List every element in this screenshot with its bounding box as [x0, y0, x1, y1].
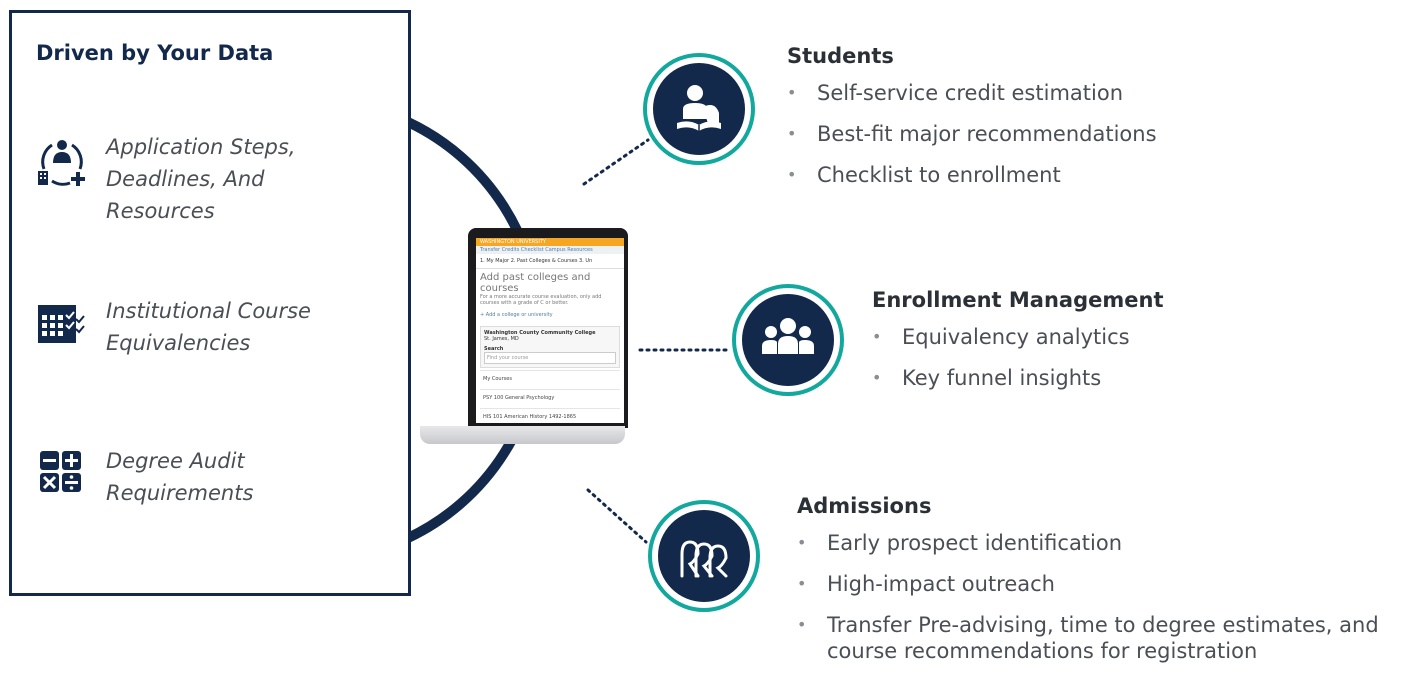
feature-course-equivalencies: Institutional Course Equivalencies: [32, 295, 311, 359]
list-item: High-impact outreach: [797, 571, 1397, 597]
students-list: Self-service credit estimation Best-fit …: [787, 80, 1347, 188]
screen-nav: Transfer Credits Checklist Campus Resour…: [476, 246, 624, 254]
enrollment-circle: [732, 284, 844, 396]
feature-application-steps: Application Steps, Deadlines, And Resour…: [32, 131, 295, 227]
feature-text-line: Degree Audit: [106, 449, 245, 473]
students-title: Students: [787, 44, 894, 68]
student-reading-icon: [677, 85, 721, 131]
screen-course-row: HIS 101 American History 1492-1865: [480, 408, 620, 423]
admissions-group: Admissions Early prospect identification…: [797, 494, 1397, 679]
screen-course-row: PSY 100 General Psychology: [480, 389, 620, 406]
enrollment-title: Enrollment Management: [872, 288, 1164, 312]
feature-text-line: Equivalencies: [106, 331, 251, 355]
feature-text-line: Deadlines, And: [106, 167, 265, 191]
enrollment-group: Enrollment Management Equivalency analyt…: [872, 288, 1392, 406]
admissions-list: Early prospect identification High-impac…: [797, 530, 1397, 664]
screen-university-bar: WASHINGTON UNIVERSITY: [476, 238, 624, 246]
list-item: Early prospect identification: [797, 530, 1397, 556]
students-circle: [643, 53, 755, 165]
left-panel-title: Driven by Your Data: [36, 41, 274, 65]
screen-my-courses: My Courses: [480, 370, 620, 387]
applicant-network-icon: [38, 140, 85, 186]
students-group: Students Self-service credit estimation …: [787, 44, 1347, 203]
calendar-checklist-icon: [38, 305, 85, 343]
screen-search-label: Search: [484, 346, 504, 352]
feature-text-line: Institutional Course: [106, 299, 311, 323]
list-item: Key funnel insights: [872, 365, 1392, 391]
screen-subtext: For a more accurate course evaluation, o…: [480, 294, 602, 306]
left-panel: Driven by Your Data Application Steps, D…: [9, 10, 411, 596]
list-item: Transfer Pre-advising, time to degree es…: [797, 612, 1397, 664]
screen-search-input: Find your course: [484, 352, 616, 364]
enrollment-list: Equivalency analytics Key funnel insight…: [872, 324, 1392, 391]
laptop-base: [420, 426, 625, 444]
laptop-illustration: WASHINGTON UNIVERSITY Transfer Credits C…: [420, 228, 628, 453]
list-item: Best-fit major recommendations: [787, 121, 1347, 147]
feature-degree-audit: Degree Audit Requirements: [32, 445, 253, 509]
connector-admissions: [586, 488, 648, 544]
screen-college-sub: St. James, MD: [484, 336, 519, 342]
people-outline-icon: [680, 540, 728, 578]
screen-college-card: Washington County Community College St. …: [480, 326, 620, 368]
group-people-icon: [762, 318, 814, 354]
list-item: Equivalency analytics: [872, 324, 1392, 350]
list-item: Self-service credit estimation: [787, 80, 1347, 106]
admissions-circle: [648, 500, 760, 612]
screen-heading: Add past colleges and courses: [480, 272, 591, 294]
feature-text-line: Application Steps,: [106, 135, 296, 159]
list-item: Checklist to enrollment: [787, 162, 1347, 188]
calculator-icon: [40, 451, 81, 492]
laptop-screen: WASHINGTON UNIVERSITY Transfer Credits C…: [476, 238, 624, 423]
connector-students: [582, 138, 650, 186]
admissions-title: Admissions: [797, 494, 932, 518]
screen-steps: 1. My Major 2. Past Colleges & Courses 3…: [476, 254, 624, 269]
feature-text-line: Resources: [106, 199, 215, 223]
feature-text-line: Requirements: [106, 481, 254, 505]
screen-add-link: + Add a college or university: [480, 312, 553, 318]
screen-college: Washington County Community College: [484, 330, 596, 336]
